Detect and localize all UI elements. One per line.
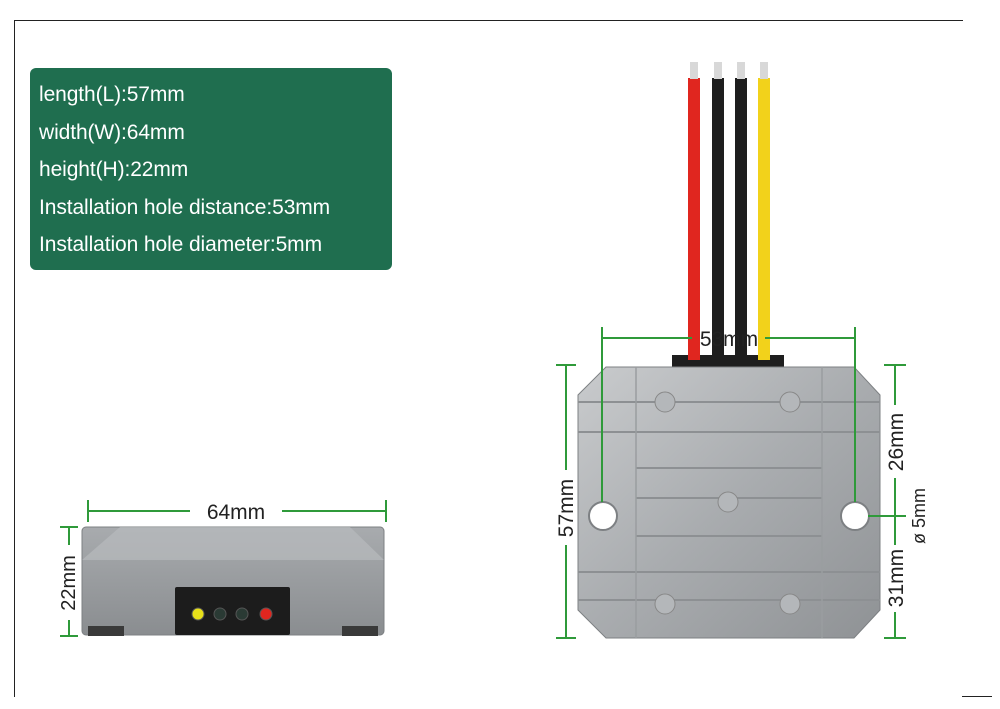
spec-hole-distance: Installation hole distance:53mm [39,195,331,219]
indicator-led-icon [191,607,205,621]
frame-corner [962,696,992,697]
spec-width: width(W):64mm [39,120,185,144]
hole-distance-label: 53mm [700,328,758,351]
screw-icon [779,391,801,413]
indicator-led-icon [235,607,249,621]
front-width-label: 64mm [207,501,265,524]
lower-offset-label: 31mm [885,549,908,607]
wire-black [712,78,724,360]
indicator-led-icon [259,607,273,621]
front-top-bevel [82,527,384,560]
wire-yellow [758,78,770,360]
wire-tip [737,62,745,79]
spec-panel: length(L):57mm width(W):64mm height(H):2… [30,68,392,270]
front-foot-left [88,626,124,636]
spec-length: length(L):57mm [39,83,185,106]
spec-hole-diameter: Installation hole diameter:5mm [39,233,322,256]
wire-tip [714,62,722,79]
image-frame [14,20,963,697]
wire-tip [690,62,698,79]
wire-red [688,78,700,360]
indicator-led-icon [213,607,227,621]
hole-diameter-label: ø 5mm [909,488,929,544]
led-panel [175,587,290,635]
top-view: 53mm 57mm 26mm ø 5mm 31mm [555,62,929,639]
screw-icon [654,391,676,413]
mounting-hole-icon [840,501,870,531]
front-height-label: 22mm [58,555,80,611]
upper-offset-label: 26mm [885,413,908,471]
front-view: 64mm 22mm [58,500,387,637]
front-foot-right [342,626,378,636]
wire-tip [760,62,768,79]
screw-icon [717,491,739,513]
mounting-hole-icon [588,501,618,531]
screw-icon [654,593,676,615]
spec-height: height(H):22mm [39,158,189,181]
screw-icon [779,593,801,615]
wire-black [735,78,747,360]
top-length-label: 57mm [555,479,578,537]
